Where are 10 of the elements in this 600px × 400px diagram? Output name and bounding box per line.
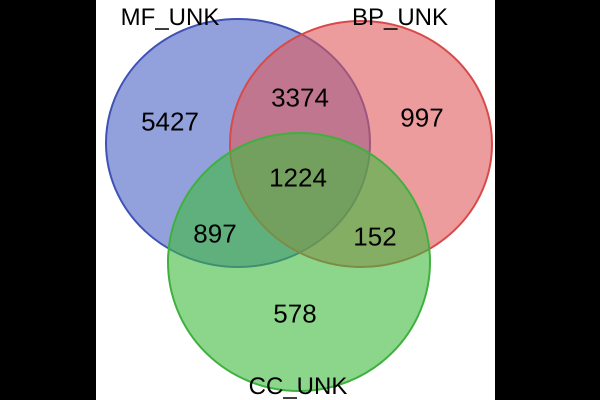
count-label: 997 — [400, 102, 444, 134]
count-label: 578 — [273, 298, 317, 330]
count-label: 897 — [193, 218, 237, 250]
count-label: 1224 — [269, 162, 327, 194]
count-label: 152 — [353, 222, 397, 252]
count-label: 5427 — [141, 106, 199, 138]
set-label: MF_UNK — [120, 4, 220, 32]
count-label: 3374 — [271, 82, 329, 114]
set-label: BP_UNK — [352, 4, 448, 32]
set-label: CC_UNK — [248, 373, 348, 400]
